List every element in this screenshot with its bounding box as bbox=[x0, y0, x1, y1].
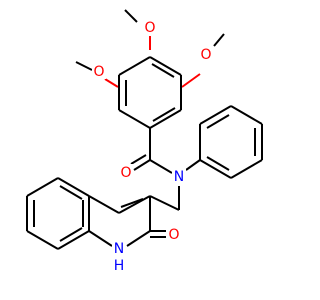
ring-double-bond bbox=[206, 114, 230, 129]
amide-nitrogen-label: N bbox=[174, 169, 184, 185]
ring-bond bbox=[199, 159, 232, 179]
ring-double-bond bbox=[151, 63, 175, 78]
ring-bond bbox=[149, 56, 182, 76]
ring-double-bond bbox=[59, 227, 83, 242]
ring-double-bond bbox=[152, 107, 176, 122]
ch2-ring-bond bbox=[149, 195, 180, 211]
methylene-linker bbox=[149, 186, 180, 211]
carbonyl-double-bond bbox=[130, 154, 147, 165]
methyl-bond bbox=[213, 33, 225, 47]
ring-bond bbox=[88, 195, 120, 214]
ring-bond bbox=[57, 230, 90, 250]
quinolinone-nitrogen-label: N bbox=[114, 241, 124, 257]
quinolinone-hydrogen-label: H bbox=[114, 258, 125, 274]
ring-double-bond bbox=[206, 156, 230, 171]
ring-bond bbox=[126, 230, 151, 247]
amide-group bbox=[130, 128, 173, 174]
ring-bond bbox=[230, 159, 263, 179]
ring-bond bbox=[118, 109, 151, 129]
atom-labels: O O O O N O N H bbox=[92, 20, 213, 274]
ring-double-bond bbox=[120, 198, 144, 208]
methoxy-oxygen-label: O bbox=[144, 20, 155, 36]
o-c-bond bbox=[181, 73, 201, 88]
amide-oxygen-label: O bbox=[120, 165, 131, 181]
o-c-bond bbox=[104, 78, 119, 88]
ring-bond bbox=[149, 109, 182, 129]
quinolinone-pyridone-ring bbox=[88, 195, 168, 247]
ring-bond bbox=[199, 105, 232, 125]
methoxy-groups bbox=[75, 9, 225, 88]
ring-bond bbox=[57, 177, 90, 197]
ring-bond bbox=[118, 195, 151, 214]
carbonyl-n-bond bbox=[149, 159, 173, 174]
ring-bond bbox=[88, 230, 113, 247]
n-phenyl-ring bbox=[185, 105, 263, 179]
ring-bond bbox=[118, 56, 151, 76]
ring-bond bbox=[26, 177, 59, 197]
quinolinone-oxygen-label: O bbox=[168, 227, 179, 243]
trimethoxyphenyl-ring bbox=[118, 56, 182, 129]
ring-bond bbox=[26, 230, 59, 250]
methoxy-oxygen-label: O bbox=[93, 64, 104, 80]
methyl-bond bbox=[75, 61, 93, 71]
molecule-structure-diagram: O O O O N O N H bbox=[26, 9, 263, 274]
methoxy-oxygen-label: O bbox=[200, 47, 211, 63]
carbonyl-double-bond bbox=[133, 159, 151, 171]
quinolinone-benzo-ring bbox=[26, 177, 90, 250]
ring-bond bbox=[230, 105, 263, 125]
ring-double-bond bbox=[59, 185, 83, 200]
n-phenyl-bond bbox=[185, 159, 201, 171]
methyl-bond bbox=[124, 9, 138, 23]
